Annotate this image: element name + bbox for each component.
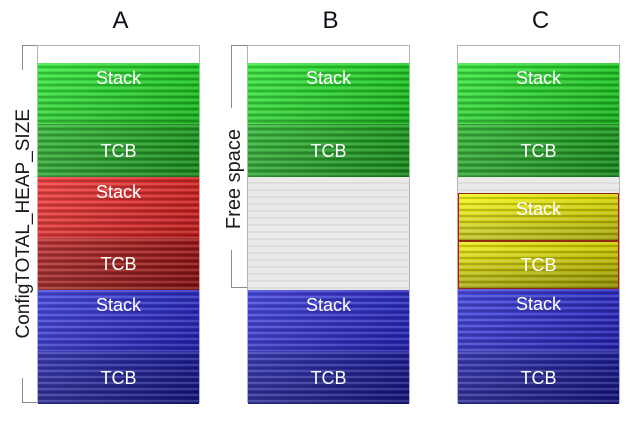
heap-size-label: ConfigTOTAL_HEAP_SIZE	[10, 70, 37, 378]
header-a: A	[112, 7, 129, 34]
free-space-label: Free space	[221, 108, 248, 250]
block-a-red-stack: Stack	[38, 177, 199, 239]
column-c-box: Stack TCB Stack TCB Stack TCB	[457, 45, 620, 404]
block-a-green-stack: Stack	[38, 63, 199, 125]
block-c-blue-stack: Stack	[458, 289, 619, 352]
block-b-blue-stack: Stack	[248, 290, 409, 352]
block-c-green-stack: Stack	[458, 63, 619, 125]
block-a-blue-stack: Stack	[38, 290, 199, 352]
column-a-box: Stack TCB Stack TCB Stack TCB	[37, 45, 200, 404]
heap-bracket-tick-top	[22, 45, 37, 46]
block-c-green-tcb: TCB	[458, 125, 619, 177]
column-b-box: Stack TCB Stack TCB	[247, 45, 410, 404]
block-b-green-tcb: TCB	[248, 125, 409, 177]
block-a-green-tcb: TCB	[38, 125, 199, 177]
block-c-yellow-stack: Stack	[458, 193, 619, 241]
block-a-blue-tcb: TCB	[38, 352, 199, 404]
block-b-blue-tcb: TCB	[248, 352, 409, 404]
header-b: B	[322, 7, 339, 34]
block-c-blue-tcb: TCB	[458, 352, 619, 404]
header-c: C	[531, 7, 550, 34]
free-space-bracket-tick-top	[231, 45, 247, 46]
block-c-yellow-tcb: TCB	[458, 241, 619, 289]
block-a-red-tcb: TCB	[38, 239, 199, 290]
heap-bracket-tick-bottom	[22, 402, 37, 403]
free-space-bracket-tick-bottom	[231, 287, 247, 288]
block-b-green-stack: Stack	[248, 63, 409, 125]
block-c-gray-gap	[458, 177, 619, 193]
block-b-free-space	[248, 177, 409, 290]
